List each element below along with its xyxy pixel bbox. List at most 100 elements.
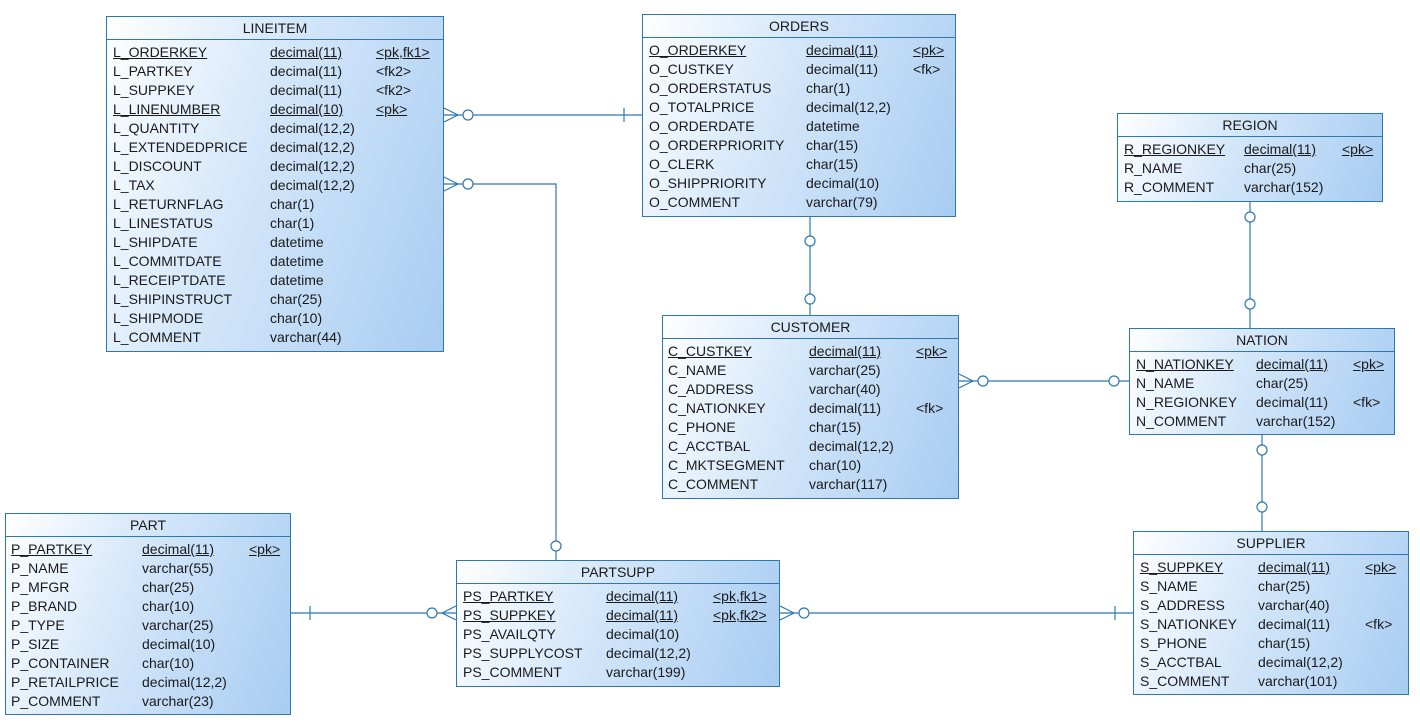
- column-name: S_NATIONKEY: [1140, 616, 1237, 632]
- column-row[interactable]: P_CONTAINER char(10): [6, 654, 290, 673]
- column-name: O_ORDERSTATUS: [649, 80, 772, 96]
- column-type: char(25): [1256, 375, 1309, 391]
- column-name: O_CLERK: [649, 156, 715, 172]
- column-type: char(1): [270, 196, 315, 212]
- column-name: R_COMMENT: [1124, 179, 1215, 195]
- optional-circle-icon: [462, 178, 474, 190]
- column-name: PS_SUPPLYCOST: [463, 645, 583, 661]
- column-name: L_COMMENT: [113, 329, 201, 345]
- column-key: <pk>: [1365, 559, 1397, 575]
- optional-circle-icon: [977, 375, 989, 387]
- column-type: varchar(79): [806, 194, 878, 210]
- column-type: char(25): [142, 579, 195, 595]
- column-type: decimal(10): [606, 626, 680, 642]
- column-type: char(15): [809, 419, 862, 435]
- column-name: P_CONTAINER: [11, 655, 110, 671]
- column-type: decimal(12,2): [806, 99, 891, 115]
- column-name: S_SUPPKEY: [1140, 559, 1224, 575]
- column-name: L_SHIPDATE: [113, 234, 198, 250]
- crowfoot-many-icon: [958, 373, 975, 389]
- column-name: N_COMMENT: [1136, 413, 1227, 429]
- column-type: char(15): [1258, 635, 1311, 651]
- entity-title: SUPPLIER: [1134, 532, 1408, 555]
- column-type: char(10): [142, 655, 195, 671]
- column-name: S_ACCTBAL: [1140, 654, 1222, 670]
- column-key: <pk>: [376, 101, 408, 117]
- column-type: varchar(101): [1258, 673, 1338, 689]
